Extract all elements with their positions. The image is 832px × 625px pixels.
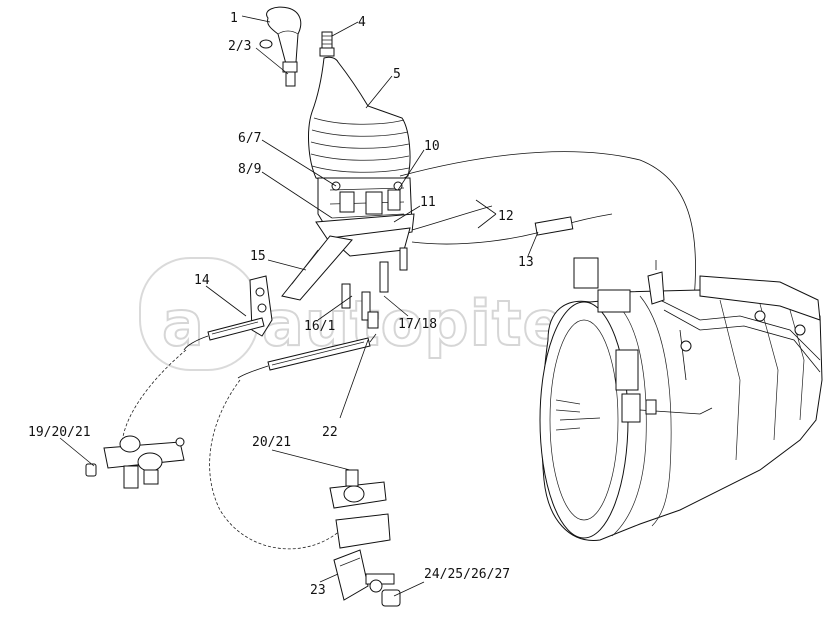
shift-lever-top xyxy=(319,31,335,57)
label-5: 5 xyxy=(393,67,401,82)
label-22: 22 xyxy=(322,425,338,440)
label-12: 12 xyxy=(498,209,514,224)
cable-22 xyxy=(209,333,377,550)
transmission xyxy=(539,257,823,541)
gear-boot xyxy=(308,56,411,184)
label-13: 13 xyxy=(518,255,534,270)
callout-labels: 1 2/3 4 5 6/7 8/9 10 11 12 13 14 15 16/1… xyxy=(28,11,534,598)
bracket-bottom xyxy=(333,549,401,607)
shift-knob xyxy=(259,6,302,87)
label-19-20-21: 19/20/21 xyxy=(28,425,91,440)
cable-12 xyxy=(399,151,696,301)
label-15: 15 xyxy=(250,249,266,264)
label-8-9: 8/9 xyxy=(238,162,261,177)
label-16-1: 16/1 xyxy=(304,319,335,334)
label-4: 4 xyxy=(358,15,366,30)
label-1: 1 xyxy=(230,11,238,26)
label-23: 23 xyxy=(310,583,326,598)
housing-bolts xyxy=(341,247,408,329)
label-24-25-26-27: 24/25/26/27 xyxy=(424,567,510,582)
label-20-21: 20/21 xyxy=(252,435,291,450)
shift-housing xyxy=(315,177,415,257)
label-10: 10 xyxy=(424,139,440,154)
label-6-7: 6/7 xyxy=(238,131,261,146)
leader-lines xyxy=(59,15,539,597)
bracket-middle xyxy=(329,469,391,549)
watermark-logo-glyph: a xyxy=(162,287,205,360)
label-17-18: 17/18 xyxy=(398,317,437,332)
label-11: 11 xyxy=(420,195,436,210)
label-14: 14 xyxy=(194,273,210,288)
bracket-left xyxy=(85,435,185,489)
label-2-3: 2/3 xyxy=(228,39,251,54)
